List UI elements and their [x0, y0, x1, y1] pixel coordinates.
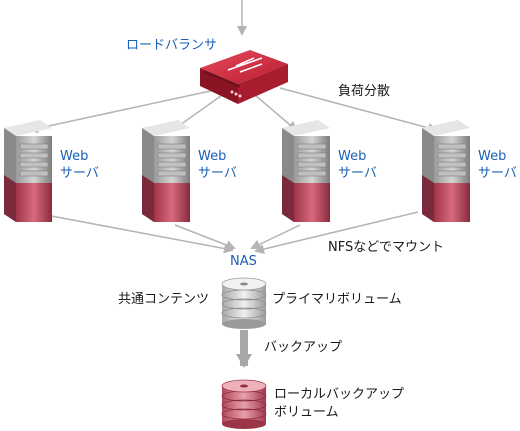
server-icon — [282, 120, 330, 222]
server-1-to-nas-arrow — [45, 214, 234, 254]
lb-to-server-3-arrow — [254, 94, 298, 132]
server-3-to-nas-arrow — [250, 224, 301, 250]
lb-to-server-4-arrow — [279, 87, 438, 133]
nas-label: NAS — [230, 254, 257, 269]
server-3-label: Web サーバ — [338, 148, 377, 182]
server-label-line1: Web — [198, 149, 227, 164]
shared-contents-label: 共通コンテンツ — [118, 292, 210, 307]
server-label-line2: サーバ — [338, 166, 377, 181]
load-balancer-icon — [200, 50, 288, 104]
server-2-label: Web サーバ — [198, 148, 237, 182]
server-label-line1: Web — [478, 149, 507, 164]
server-icon — [422, 120, 470, 222]
server-icon — [142, 120, 190, 222]
server-4-to-nas-arrow — [254, 211, 419, 254]
server-2-to-nas-arrow — [174, 224, 236, 250]
server-icon — [4, 120, 52, 222]
backup-disk-icon — [221, 379, 267, 429]
server-label-line2: サーバ — [198, 166, 237, 181]
nfs-mount-label: NFSなどでマウント — [328, 240, 444, 255]
lb-to-server-1-arrow — [28, 89, 216, 134]
server-4-label: Web サーバ — [478, 148, 517, 182]
load-distribution-label: 負荷分散 — [338, 84, 391, 99]
server-1-label: Web サーバ — [60, 148, 99, 182]
server-label-line1: Web — [60, 149, 89, 164]
server-label-line2: サーバ — [478, 166, 517, 181]
server-label-line2: サーバ — [60, 166, 99, 181]
local-backup-label-line2: ボリューム — [274, 405, 339, 420]
primary-disk-icon — [221, 277, 267, 329]
load-balancer-label: ロードバランサ — [126, 38, 218, 53]
server-label-line1: Web — [338, 149, 367, 164]
backup-label: バックアップ — [264, 340, 343, 355]
local-backup-label-line1: ローカルバックアップ — [274, 387, 405, 402]
primary-volume-label: プライマリボリューム — [272, 292, 402, 307]
local-backup-volume-label: ローカルバックアップ ボリューム — [274, 386, 404, 422]
